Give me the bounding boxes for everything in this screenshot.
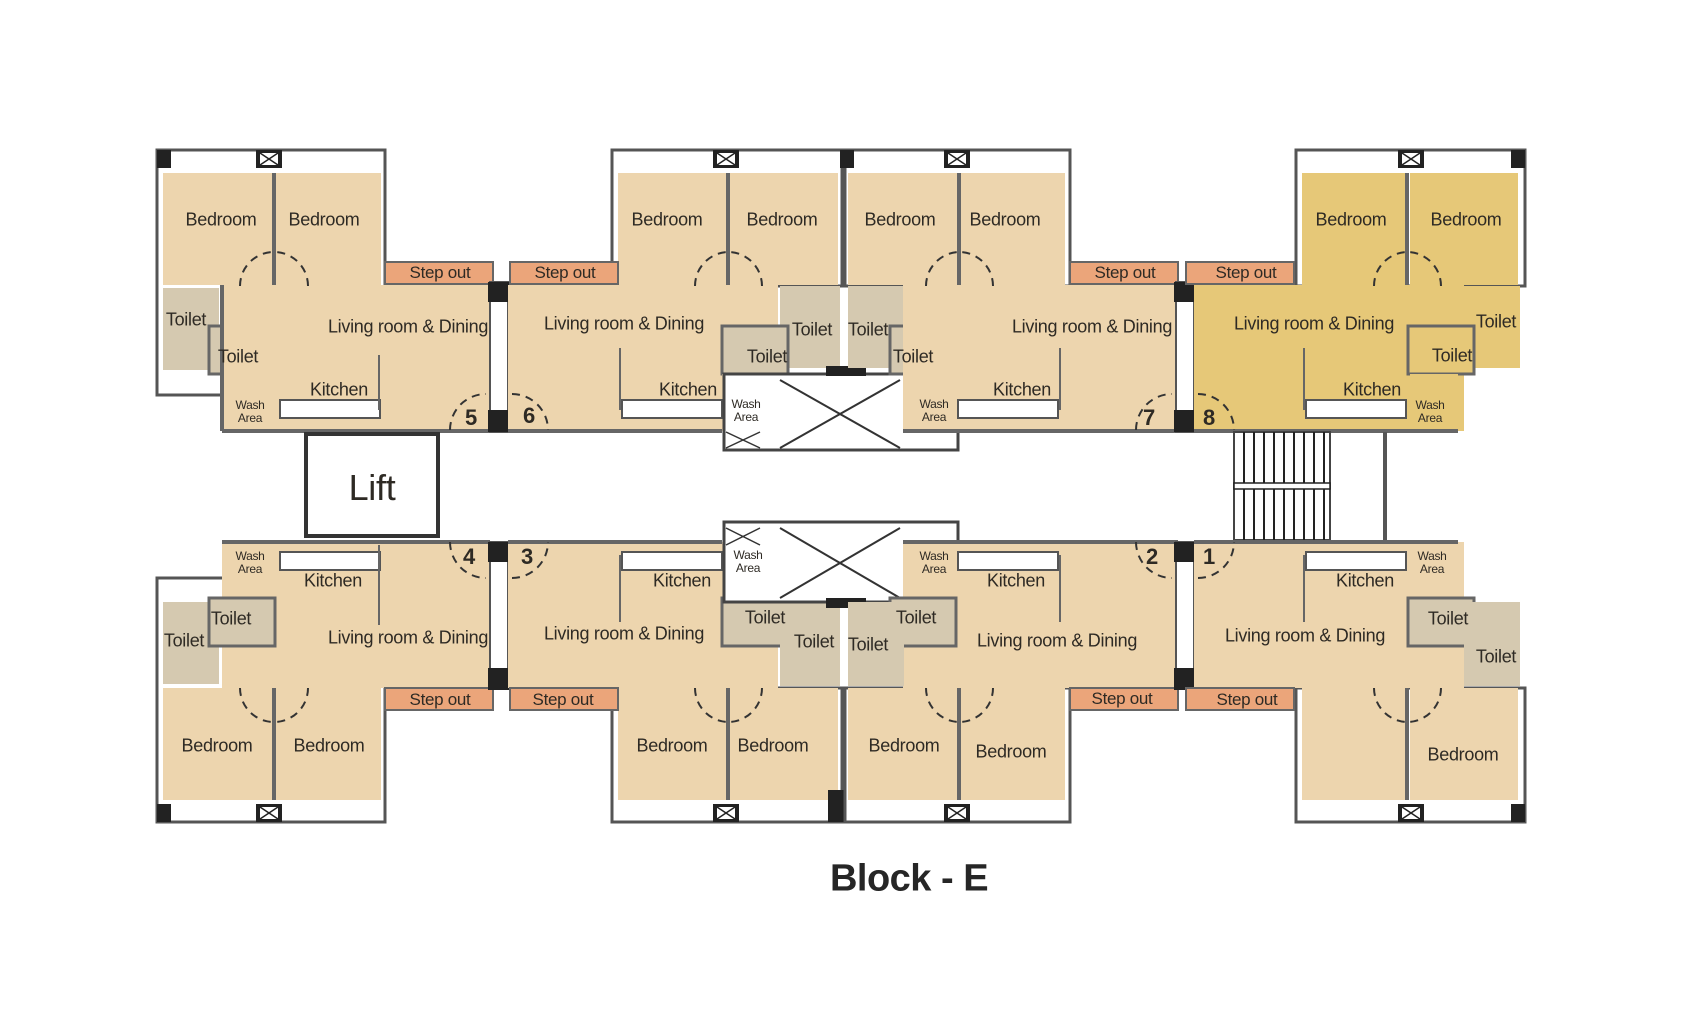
room-label-bedroom: Bedroom	[185, 209, 257, 230]
unit-5	[155, 148, 510, 433]
room-label-living: Living room & Dining	[327, 627, 489, 648]
room-label-kitchen: Kitchen	[1343, 379, 1401, 400]
unit-number-6: 6	[523, 403, 535, 428]
room-label-kitchen: Kitchen	[993, 379, 1051, 400]
unit-8	[1185, 148, 1527, 433]
step-out-label: Step out	[534, 263, 596, 282]
unit-2	[843, 540, 1196, 824]
room-label-bedroom: Bedroom	[868, 735, 940, 756]
lift-label: Lift	[348, 467, 396, 508]
room-label-toilet: Toilet	[895, 607, 937, 628]
room-label-toilet: Toilet	[847, 319, 889, 340]
unit-number-5: 5	[465, 405, 477, 430]
unit-number-3: 3	[521, 544, 533, 569]
room-label-living: Living room & Dining	[1011, 316, 1173, 337]
unit-4	[155, 540, 510, 824]
room-label-bedroom: Bedroom	[1430, 209, 1502, 230]
room-label-kitchen: Kitchen	[1336, 570, 1394, 591]
unit-3	[508, 540, 844, 824]
unit-number-7: 7	[1143, 405, 1155, 430]
room-label-toilet: Toilet	[1427, 608, 1469, 629]
step-out-label: Step out	[1094, 263, 1156, 282]
unit-1	[1185, 540, 1527, 824]
unit-number-1: 1	[1203, 544, 1215, 569]
room-label-toilet: Toilet	[744, 607, 786, 628]
room-label-kitchen: Kitchen	[659, 379, 717, 400]
step-out-label: Step out	[409, 690, 471, 709]
unit-number-4: 4	[463, 544, 475, 569]
room-label-bedroom: Bedroom	[737, 735, 809, 756]
room-label-toilet: Toilet	[746, 346, 788, 367]
step-out-label: Step out	[1216, 690, 1278, 709]
room-label-kitchen: Kitchen	[310, 379, 368, 400]
step-out-label: Step out	[532, 690, 594, 709]
step-out-label: Step out	[1215, 263, 1277, 282]
unit-number-8: 8	[1203, 405, 1215, 430]
staircase	[1233, 431, 1387, 541]
room-label-toilet: Toilet	[847, 634, 889, 655]
room-label-bedroom: Bedroom	[864, 209, 936, 230]
room-label-living: Living room & Dining	[976, 630, 1138, 651]
room-label-bedroom: Bedroom	[181, 735, 253, 756]
room-label-bedroom: Bedroom	[293, 735, 365, 756]
step-out-label: Step out	[1091, 689, 1153, 708]
room-label-toilet: Toilet	[163, 630, 205, 651]
lift-box	[304, 432, 440, 538]
room-label-kitchen: Kitchen	[987, 570, 1045, 591]
room-label-toilet: Toilet	[165, 309, 207, 330]
room-label-toilet: Toilet	[1431, 345, 1473, 366]
room-label-toilet: Toilet	[791, 319, 833, 340]
room-label-toilet: Toilet	[217, 346, 259, 367]
room-label-living: Living room & Dining	[543, 313, 705, 334]
room-label-living: Living room & Dining	[1224, 625, 1386, 646]
room-label-bedroom: Bedroom	[746, 209, 818, 230]
room-label-bedroom: Bedroom	[636, 735, 708, 756]
block-title: Block - E	[829, 857, 989, 900]
unit-number-2: 2	[1146, 544, 1158, 569]
room-label-bedroom: Bedroom	[631, 209, 703, 230]
door-swings	[239, 251, 1442, 723]
unit-6	[508, 148, 844, 433]
room-label-kitchen: Kitchen	[304, 570, 362, 591]
step-out-label: Step out	[409, 263, 471, 282]
room-label-toilet: Toilet	[892, 346, 934, 367]
room-label-bedroom: Bedroom	[969, 209, 1041, 230]
room-label-toilet: Toilet	[793, 631, 835, 652]
room-label-bedroom: Bedroom	[1315, 209, 1387, 230]
room-label-bedroom: Bedroom	[1427, 744, 1499, 765]
unit-7	[840, 148, 1196, 433]
room-label-toilet: Toilet	[1475, 646, 1517, 667]
room-label-living: Living room & Dining	[543, 623, 705, 644]
room-label-living: Living room & Dining	[1233, 313, 1395, 334]
room-label-toilet: Toilet	[210, 608, 252, 629]
room-label-living: Living room & Dining	[327, 316, 489, 337]
room-label-bedroom: Bedroom	[975, 741, 1047, 762]
room-label-kitchen: Kitchen	[653, 570, 711, 591]
room-label-toilet: Toilet	[1475, 311, 1517, 332]
room-label-bedroom: Bedroom	[288, 209, 360, 230]
